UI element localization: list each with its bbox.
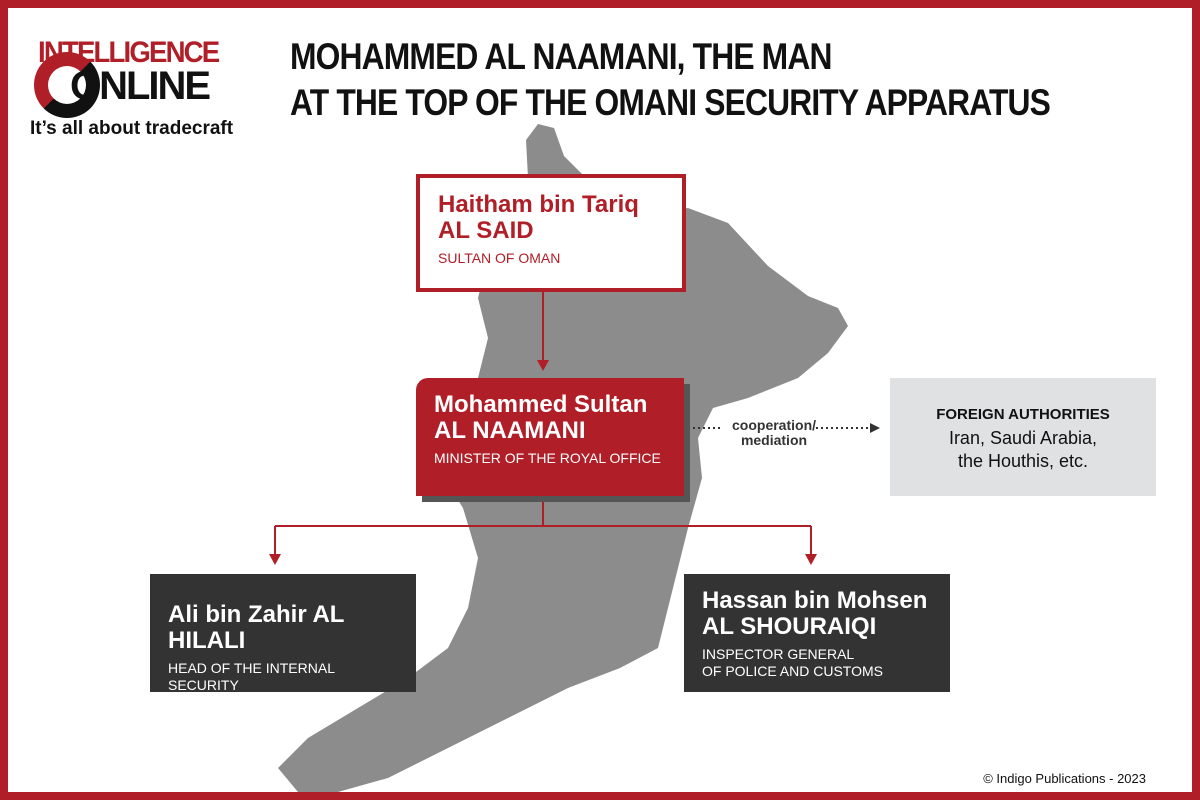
title-line1: MOHAMMED AL NAAMANI, THE MAN xyxy=(290,36,832,77)
logo-line2: ONLINE xyxy=(70,64,211,108)
node-text-line2: the Houthis, etc. xyxy=(957,451,1089,471)
node-surname: AL SAID xyxy=(438,217,534,244)
node-foreign-authorities: FOREIGN AUTHORITIES Iran, Saudi Arabia, … xyxy=(890,378,1156,496)
node-heading: FOREIGN AUTHORITIES xyxy=(936,406,1110,423)
link-label-line1: cooperation/ xyxy=(732,417,817,433)
page-title: MOHAMMED AL NAAMANI, THE MAN AT THE TOP … xyxy=(290,34,1051,126)
node-surname: AL NAAMANI xyxy=(434,417,586,444)
node-sultan: Haitham bin Tariq AL SAID SULTAN OF OMAN xyxy=(416,174,686,292)
node-name: Hassan bin Mohsen xyxy=(702,587,928,614)
logo-tagline: It’s all about tradecraft xyxy=(30,118,234,139)
arrow-head xyxy=(870,423,880,433)
copyright: © Indigo Publications - 2023 xyxy=(983,771,1146,786)
arrow-head xyxy=(269,554,281,565)
node-role: SULTAN OF OMAN xyxy=(438,250,561,266)
node-hilali: Ali bin Zahir AL HILALI HEAD OF THE INTE… xyxy=(150,574,416,710)
node-surname: AL SHOURAIQI xyxy=(702,613,877,640)
node-text-line1: Iran, Saudi Arabia, xyxy=(948,428,1098,448)
logo-line1: INTELLIGENCE xyxy=(38,36,220,69)
link-label-line2: mediation xyxy=(740,432,808,448)
node-role-line2: OF POLICE AND CUSTOMS xyxy=(702,663,883,679)
node-role-line1: HEAD OF THE INTERNAL SECURITY xyxy=(168,660,335,693)
node-role-line2: SERVICE (ISS) xyxy=(168,694,265,710)
node-name: Haitham bin Tariq xyxy=(438,191,639,218)
node-role-line1: INSPECTOR GENERAL xyxy=(702,646,855,662)
intelligence-online-logo: INTELLIGENCE ONLINE It’s all about trade… xyxy=(30,34,270,144)
arrow-head xyxy=(805,554,817,565)
node-naamani: Mohammed Sultan AL NAAMANI MINISTER OF T… xyxy=(416,378,684,496)
node-name: Ali bin Zahir AL HILALI xyxy=(168,601,345,654)
link-label: cooperation/ mediation xyxy=(732,418,816,448)
node-role: MINISTER OF THE ROYAL OFFICE xyxy=(434,450,661,466)
arrow-head xyxy=(537,360,549,371)
title-line2: AT THE TOP OF THE OMANI SECURITY APPARAT… xyxy=(290,82,1051,123)
node-shouraiqi: Hassan bin Mohsen AL SHOURAIQI INSPECTOR… xyxy=(684,574,950,692)
node-name: Mohammed Sultan xyxy=(434,391,648,418)
